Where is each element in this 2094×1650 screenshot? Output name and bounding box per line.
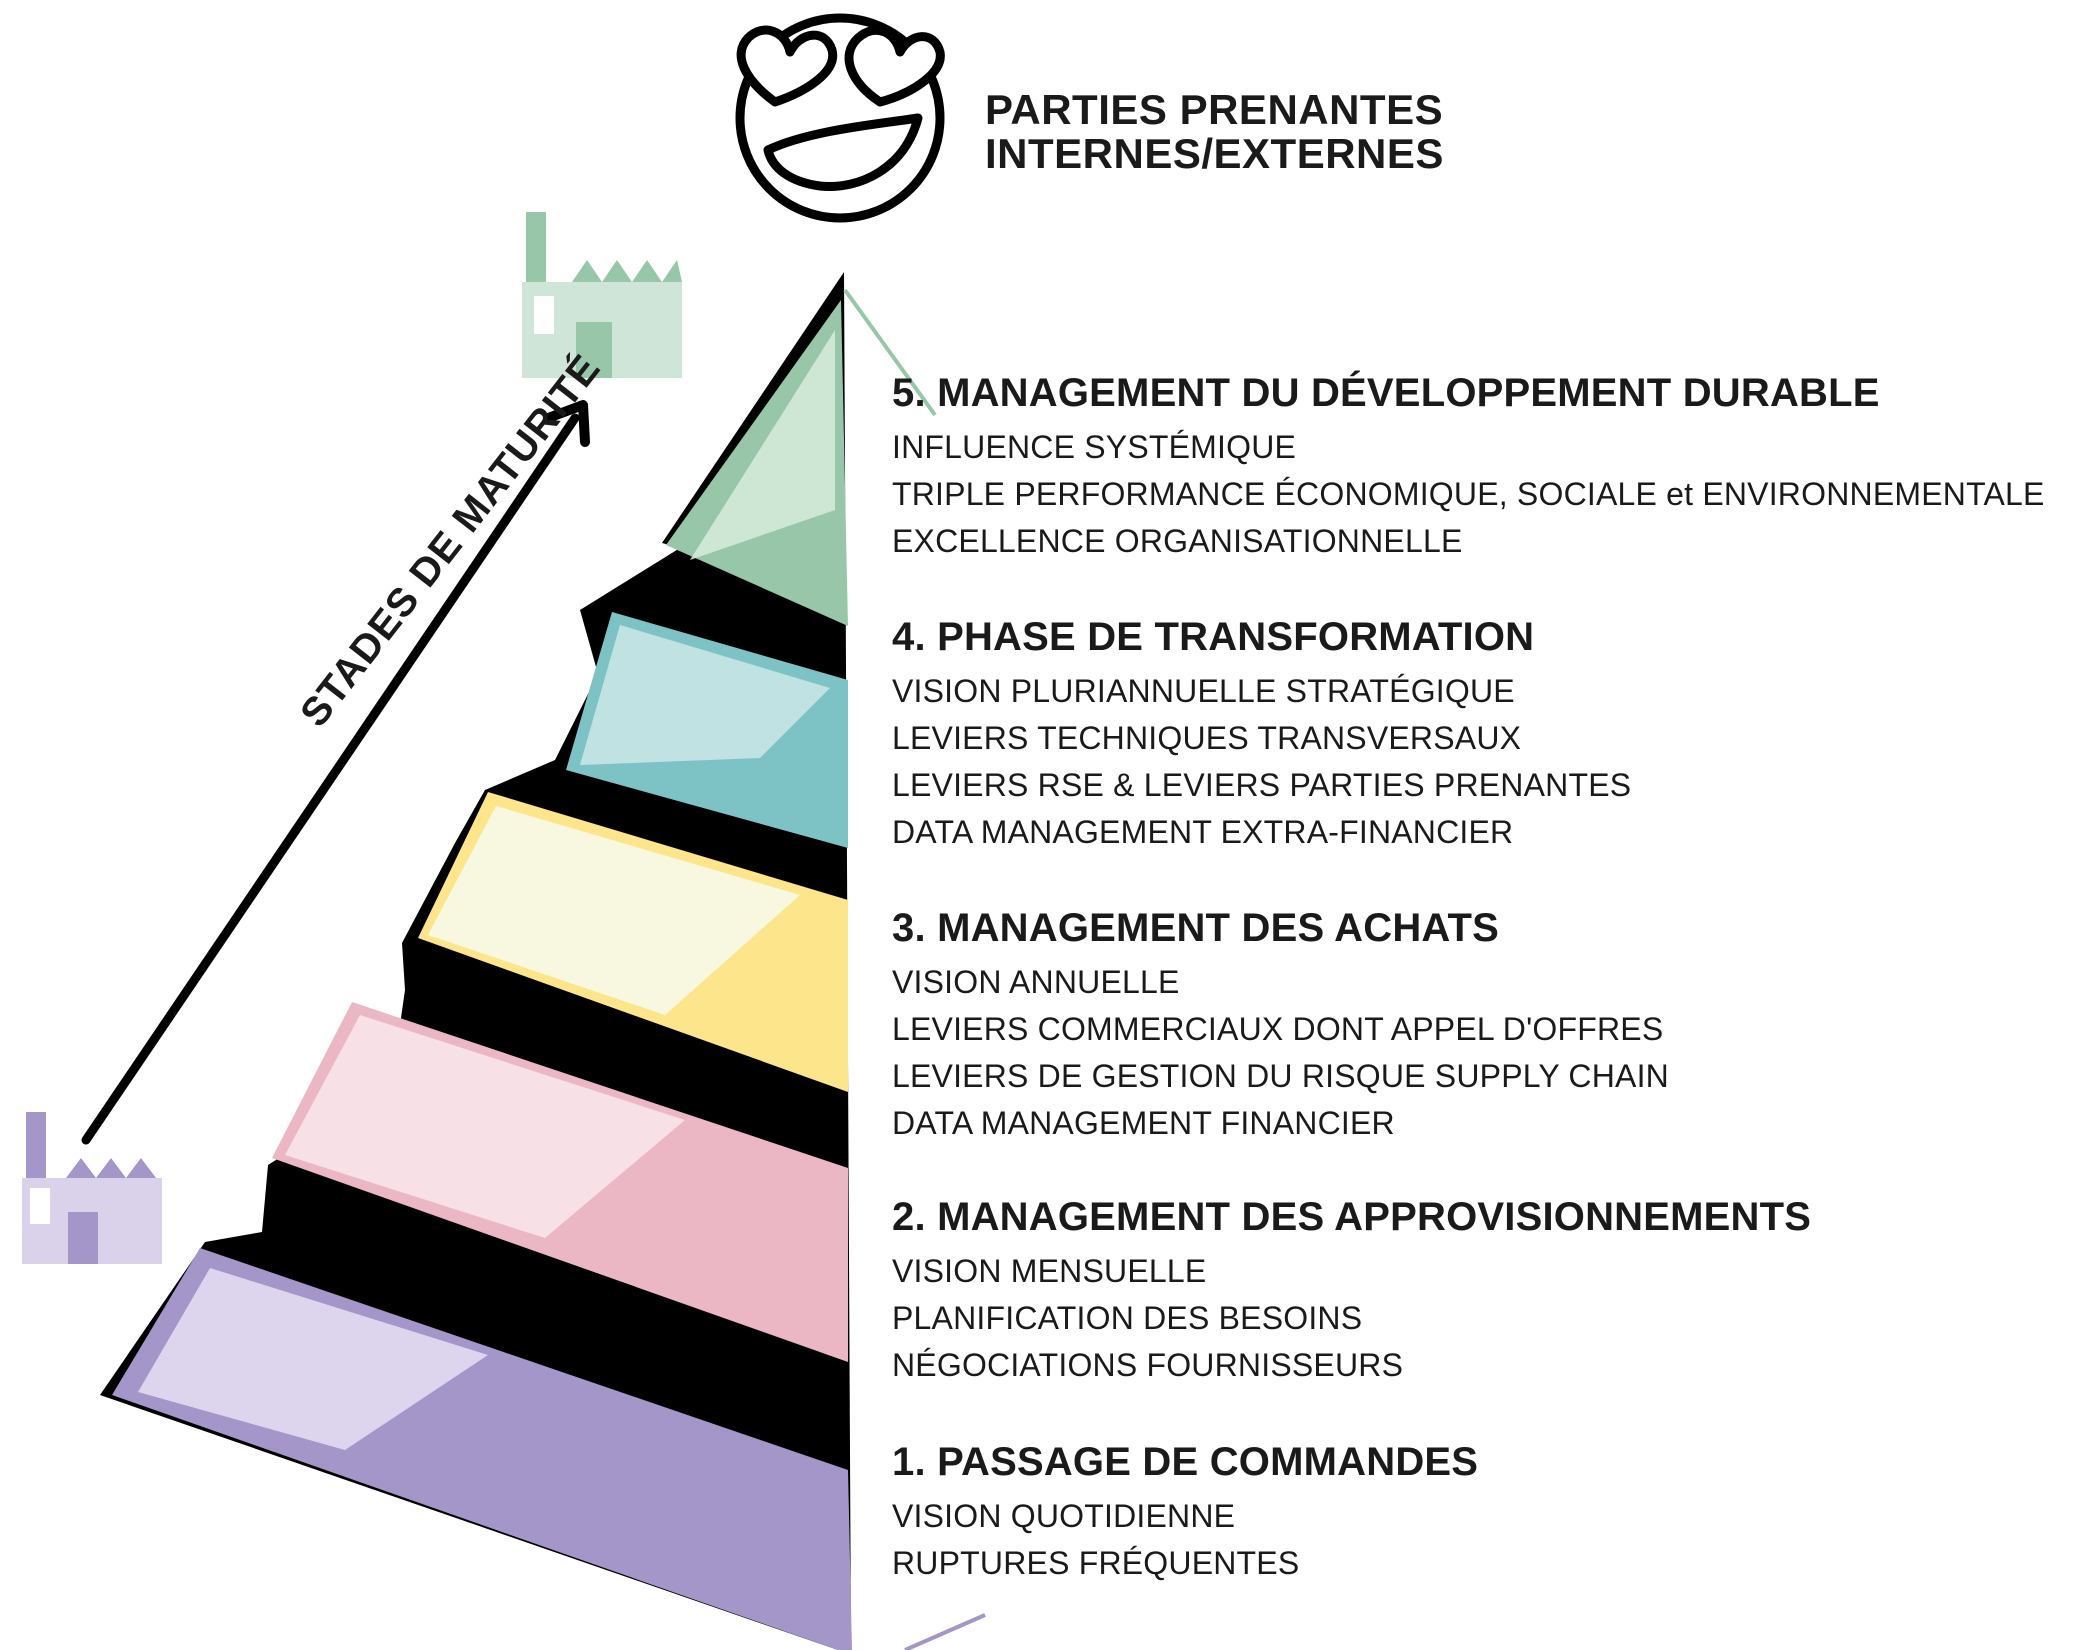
level-items: VISION QUOTIDIENNE RUPTURES FRÉQUENTES xyxy=(892,1493,1478,1587)
level-item: VISION MENSUELLE xyxy=(892,1253,1207,1289)
level-item: NÉGOCIATIONS FOURNISSEURS xyxy=(892,1347,1404,1383)
arrow-up-right-icon xyxy=(81,413,580,1145)
level-items: INFLUENCE SYSTÉMIQUE TRIPLE PERFORMANCE … xyxy=(892,424,2045,565)
stakeholders-line-2: INTERNES/EXTERNES xyxy=(985,130,1444,177)
level-item: PLANIFICATION DES BESOINS xyxy=(892,1300,1363,1336)
stakeholders-label: PARTIES PRENANTES INTERNES/EXTERNES xyxy=(985,88,1444,176)
level-3-highlight xyxy=(428,806,800,1015)
level-5-tip-line xyxy=(843,288,937,417)
level-1: 1. PASSAGE DE COMMANDES VISION QUOTIDIEN… xyxy=(892,1437,1478,1587)
level-1-bottom-line xyxy=(904,1613,986,1650)
level-5-highlight xyxy=(690,330,835,560)
level-items: VISION MENSUELLE PLANIFICATION DES BESOI… xyxy=(892,1248,1811,1389)
level-item: LEVIERS RSE & LEVIERS PARTIES PRENANTES xyxy=(892,767,1632,803)
level-2-highlight xyxy=(285,1015,685,1238)
level-2: 2. MANAGEMENT DES APPROVISIONNEMENTS VIS… xyxy=(892,1192,1811,1389)
heart-eyes-smiley-icon xyxy=(735,13,945,223)
level-item: DATA MANAGEMENT EXTRA-FINANCIER xyxy=(892,814,1514,850)
level-item: RUPTURES FRÉQUENTES xyxy=(892,1545,1300,1581)
level-item: INFLUENCE SYSTÉMIQUE xyxy=(892,429,1297,465)
level-5: 5. MANAGEMENT DU DÉVELOPPEMENT DURABLE I… xyxy=(892,368,2045,565)
level-item: LEVIERS TECHNIQUES TRANSVERSAUX xyxy=(892,720,1522,756)
level-1-highlight xyxy=(138,1268,488,1450)
level-item: LEVIERS DE GESTION DU RISQUE SUPPLY CHAI… xyxy=(892,1058,1669,1094)
factory-icon xyxy=(22,1112,162,1264)
level-title: 4. PHASE DE TRANSFORMATION xyxy=(892,615,1535,659)
level-item: EXCELLENCE ORGANISATIONNELLE xyxy=(892,523,1463,559)
level-title: 5. MANAGEMENT DU DÉVELOPPEMENT DURABLE xyxy=(892,371,1880,415)
level-item: LEVIERS COMMERCIAUX DONT APPEL D'OFFRES xyxy=(892,1011,1664,1047)
stakeholders-line-1: PARTIES PRENANTES xyxy=(985,86,1444,133)
arrow-head xyxy=(543,400,590,447)
level-item: DATA MANAGEMENT FINANCIER xyxy=(892,1105,1395,1141)
level-4: 4. PHASE DE TRANSFORMATION VISION PLURIA… xyxy=(892,612,1631,856)
level-title: 1. PASSAGE DE COMMANDES xyxy=(892,1440,1479,1484)
level-item: VISION PLURIANNUELLE STRATÉGIQUE xyxy=(892,673,1515,709)
level-item: VISION QUOTIDIENNE xyxy=(892,1498,1236,1534)
level-4-highlight xyxy=(580,625,830,765)
level-title: 3. MANAGEMENT DES ACHATS xyxy=(892,906,1500,950)
level-title: 2. MANAGEMENT DES APPROVISIONNEMENTS xyxy=(892,1195,1812,1239)
level-items: VISION ANNUELLE LEVIERS COMMERCIAUX DONT… xyxy=(892,959,1669,1147)
level-items: VISION PLURIANNUELLE STRATÉGIQUE LEVIERS… xyxy=(892,668,1631,856)
level-item: TRIPLE PERFORMANCE ÉCONOMIQUE, SOCIALE e… xyxy=(892,476,2045,512)
factory-icon xyxy=(522,212,682,378)
level-item: VISION ANNUELLE xyxy=(892,964,1180,1000)
level-3: 3. MANAGEMENT DES ACHATS VISION ANNUELLE… xyxy=(892,903,1669,1147)
